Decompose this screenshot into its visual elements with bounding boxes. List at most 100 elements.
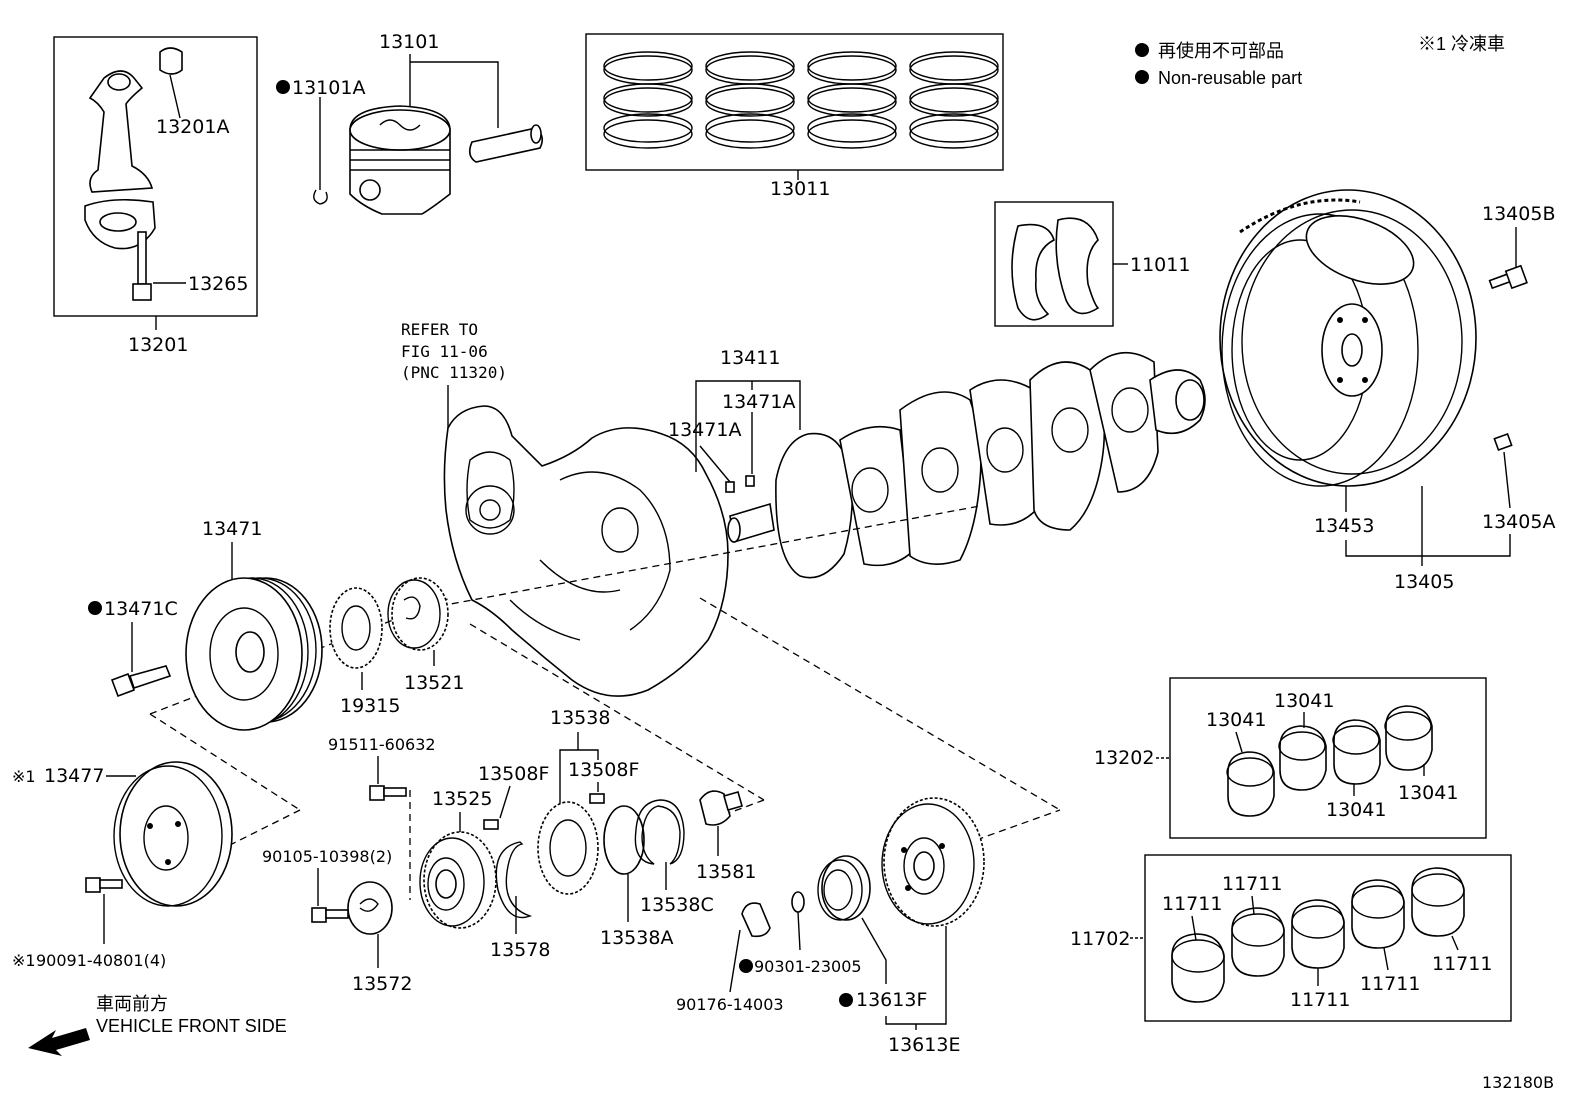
plate-icon <box>347 881 393 935</box>
rod-bolt-icon <box>132 231 152 301</box>
label-13201A: 13201A <box>156 116 229 138</box>
label-13471C: 13471C <box>104 598 178 620</box>
piston-group: 13101 13101A <box>276 31 544 215</box>
centerline <box>439 505 981 607</box>
bolt-icon <box>311 907 349 923</box>
label-13471A-left: 13471A <box>668 419 741 441</box>
label-13041-b: 13041 <box>1274 690 1334 712</box>
bearing-shell-icon <box>1351 879 1405 949</box>
label-13201: 13201 <box>128 334 188 356</box>
gear-13525-group: 13525 <box>419 788 497 929</box>
bearing-11702-group: 11702 11711 11711 11711 11711 11711 <box>1070 854 1512 1022</box>
label-13405B: 13405B <box>1482 203 1555 225</box>
part-90301-group: 90301-23005 <box>739 891 862 976</box>
balancer-plate-icon <box>537 801 599 895</box>
snap-ring-icon <box>634 799 685 865</box>
piston-icon <box>349 105 451 215</box>
flywheel-bolt-icon <box>1488 264 1528 290</box>
pin-icon <box>589 793 605 804</box>
bearing-shell-icon <box>1332 719 1381 785</box>
label-13613E: 13613E <box>888 1034 960 1056</box>
label-13101: 13101 <box>379 31 439 53</box>
snap-ring-13578-group: 13578 <box>490 841 550 961</box>
legend-non-reusable-jp: 再使用不可部品 <box>1158 41 1284 61</box>
crank-timing-gear-icon <box>387 577 449 651</box>
label-13041-d: 13041 <box>1398 782 1458 804</box>
part-13581-group: 13581 <box>696 790 756 883</box>
refer-line2: FIG 11-06 <box>401 342 488 361</box>
label-11711-c: 11711 <box>1290 989 1350 1011</box>
dowel-pin-icon <box>1493 432 1513 452</box>
pin-icon <box>483 819 499 830</box>
snap-ring-13538C-group: 13538C <box>634 799 714 916</box>
label-13581: 13581 <box>696 861 756 883</box>
o-ring-icon <box>791 891 805 913</box>
woodruff-key-icon <box>745 475 755 487</box>
non-reusable-bullet-icon <box>839 993 853 1007</box>
label-11702: 11702 <box>1070 928 1130 950</box>
non-reusable-bullet-icon <box>739 959 753 973</box>
piston-ring-box <box>585 33 1004 171</box>
legend-footnote: ※1 冷凍車 <box>1418 34 1505 54</box>
vehicle-front-en: VEHICLE FRONT SIDE <box>96 1016 287 1036</box>
label-13405A: 13405A <box>1482 511 1555 533</box>
refer-line1: REFER TO <box>401 320 478 339</box>
label-13538: 13538 <box>550 707 610 729</box>
crank-pulley-icon <box>185 577 323 731</box>
bearing-shell-icon <box>1291 899 1345 969</box>
label-13572: 13572 <box>352 973 412 995</box>
plug-icon <box>699 790 743 826</box>
label-13101A: 13101A <box>292 77 365 99</box>
mark-1-90091: ※1 <box>12 951 36 970</box>
label-11711-e: 11711 <box>1432 953 1492 975</box>
label-90091-40801: 90091-40801(4) <box>36 951 166 970</box>
pulley-bolt-icon <box>110 665 172 698</box>
pulley-icon <box>113 761 233 907</box>
bearing-shell-icon <box>1171 933 1225 1003</box>
bearing-shell-icon <box>1411 867 1465 937</box>
bearing-shell-icon <box>1231 907 1285 977</box>
crank-gear-group: 13521 <box>387 577 464 694</box>
gear-icon <box>419 831 497 929</box>
refer-note: REFER TO FIG 11-06 (PNC 11320) <box>401 320 507 430</box>
label-13471A-right: 13471A <box>722 391 795 413</box>
ring-icon <box>603 805 645 875</box>
label-13265: 13265 <box>188 273 248 295</box>
bolt-90105-group: 90105-10398(2) <box>262 847 392 923</box>
balancer-group: 13538 13508F 13508F <box>478 707 639 895</box>
legend: 再使用不可部品 Non-reusable part ※1 冷凍車 <box>1135 34 1505 88</box>
centerline <box>709 799 765 821</box>
mark-1-13477: ※1 <box>12 767 36 786</box>
label-11711-b: 11711 <box>1222 873 1282 895</box>
pulley-13477-group: ※1 13477 ※1 90091-40801(4) <box>12 761 233 970</box>
flywheel-group: 13405B 13405A 13453 13405 <box>1219 189 1555 593</box>
centerline <box>699 597 1061 811</box>
bearing-shell-icon <box>1278 725 1327 791</box>
label-13508F-right: 13508F <box>568 759 639 781</box>
bearing-shell-icon <box>1226 751 1275 817</box>
signal-plate-icon <box>329 587 383 669</box>
oil-seal-icon <box>817 855 871 921</box>
non-reusable-bullet-icon <box>1135 70 1149 84</box>
vehicle-front-jp: 車両前方 <box>96 994 168 1014</box>
label-11711-a: 11711 <box>1162 893 1222 915</box>
label-90105-10398: 90105-10398(2) <box>262 847 392 866</box>
label-13453: 13453 <box>1314 515 1374 537</box>
bushing-icon <box>159 47 183 75</box>
cap-icon <box>741 902 771 938</box>
bearing-shell-icon <box>1384 705 1433 771</box>
label-13538A: 13538A <box>600 927 673 949</box>
legend-non-reusable-en: Non-reusable part <box>1158 68 1302 88</box>
label-13508F-left: 13508F <box>478 763 549 785</box>
ring-13538A-group: 13538A <box>600 805 673 949</box>
label-13202: 13202 <box>1094 747 1154 769</box>
label-13538C: 13538C <box>640 894 714 916</box>
timing-cover-icon <box>443 405 729 697</box>
snap-ring-icon <box>495 841 533 919</box>
piston-pin-icon <box>468 124 544 163</box>
bolt-91511-group: 91511-60632 <box>328 735 436 801</box>
label-13613F: 13613F <box>856 989 927 1011</box>
bearing-13202-group: 13202 13041 13041 13041 13041 <box>1094 677 1487 839</box>
label-13411: 13411 <box>720 347 780 369</box>
